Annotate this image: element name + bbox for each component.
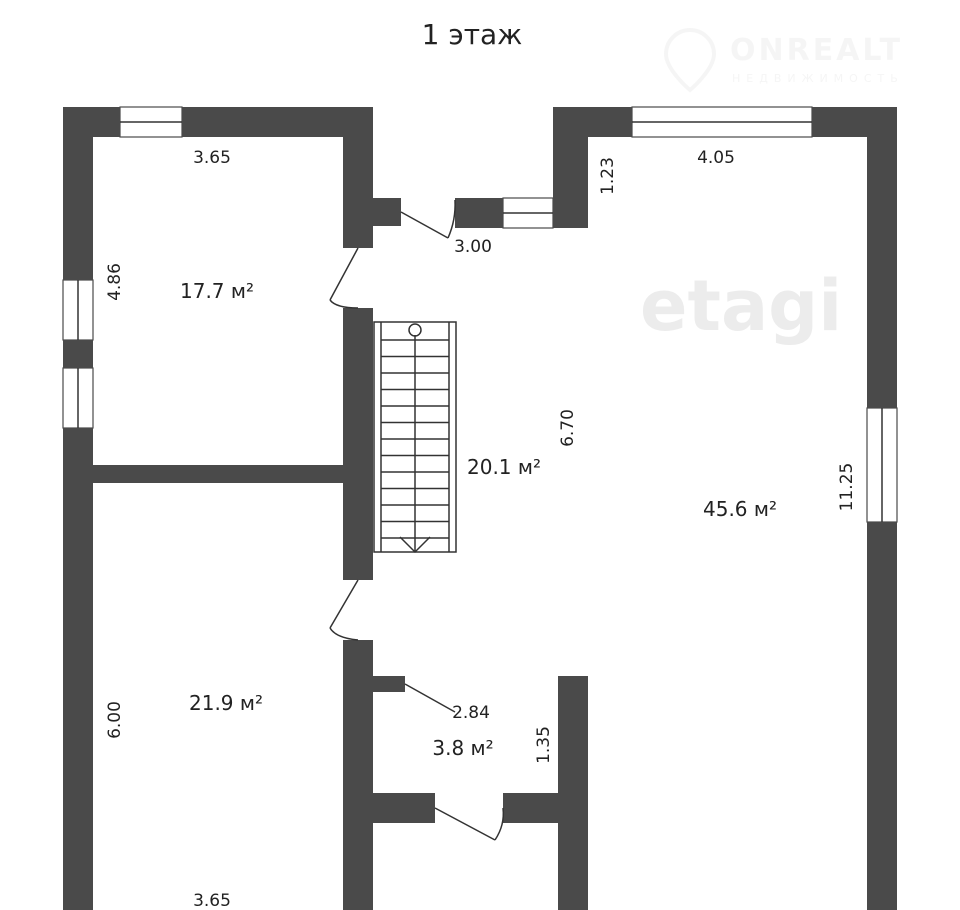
doors <box>329 199 505 841</box>
etagi-watermark: etagi <box>640 265 842 347</box>
room-areas: 17.7 м² 20.1 м² 45.6 м² 21.9 м² 3.8 м² <box>180 279 777 760</box>
living-area: 45.6 м² <box>703 497 777 521</box>
dim-left-room-height: 4.86 <box>105 263 125 301</box>
small-room-area: 3.8 м² <box>432 736 493 760</box>
dim-entry-width: 3.00 <box>454 237 492 257</box>
dim-bottom-left-width: 3.65 <box>193 891 231 910</box>
room-bottom-left-area: 21.9 м² <box>189 691 263 715</box>
dim-small-room-width: 2.84 <box>452 703 490 723</box>
walls <box>63 107 897 910</box>
logo-name: ONREALT <box>730 33 903 68</box>
dim-small-room-height: 1.35 <box>534 726 554 764</box>
dim-entry-depth: 1.23 <box>598 157 618 195</box>
dim-right-height: 11.25 <box>837 463 857 512</box>
dim-top-right-width: 4.05 <box>697 148 735 168</box>
dim-hall-height: 6.70 <box>558 409 578 447</box>
hall-area: 20.1 м² <box>467 455 541 479</box>
dimension-labels: 3.65 4.86 3.00 1.23 4.05 6.70 11.25 6.00… <box>105 148 857 910</box>
dim-top-left-width: 3.65 <box>193 148 231 168</box>
dim-bottom-left-height: 6.00 <box>105 701 125 739</box>
onrealt-logo: ONREALT НЕДВИЖИМОСТЬ <box>663 27 904 93</box>
floor-title: 1 этаж <box>422 18 523 51</box>
staircase[interactable] <box>373 321 457 554</box>
logo-subtitle: НЕДВИЖИМОСТЬ <box>732 72 904 85</box>
windows <box>62 106 898 523</box>
room-top-left-area: 17.7 м² <box>180 279 254 303</box>
